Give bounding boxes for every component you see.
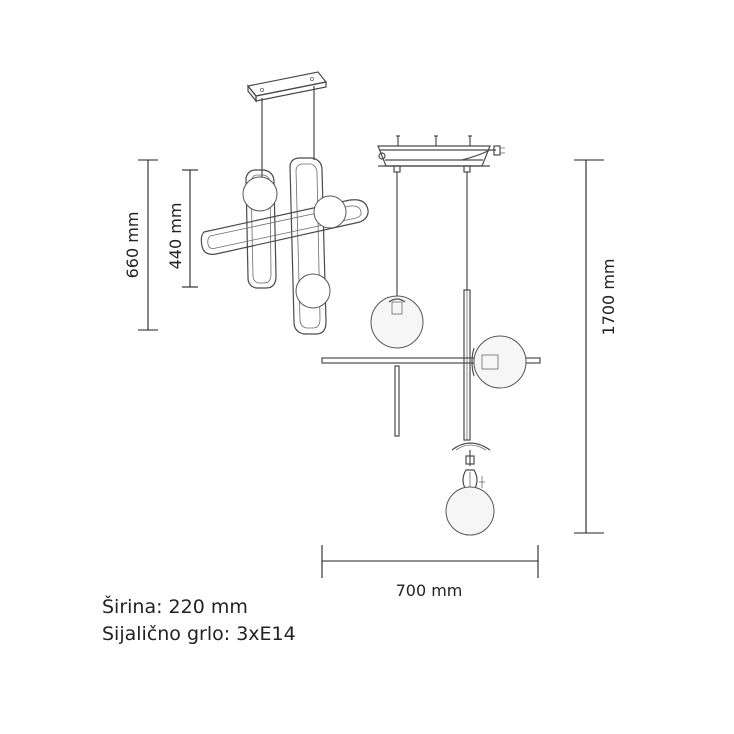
spec-socket: Sijalično grlo: 3xE14 <box>102 623 296 645</box>
globe-right <box>313 195 347 229</box>
front-cross-bar <box>321 357 541 364</box>
label-1700: 1700 mm <box>599 259 618 336</box>
dimension-1700 <box>574 159 604 534</box>
spec-width: Širina: 220 mm <box>102 596 248 618</box>
front-globe-right <box>473 335 527 389</box>
frame-right <box>289 157 327 335</box>
globe-bottom <box>295 273 331 309</box>
perspective-view <box>200 71 369 335</box>
front-globe-bottom <box>445 486 495 536</box>
frame-left <box>245 169 277 289</box>
exploded-bulb-assembly <box>451 442 491 493</box>
frame-horizontal <box>200 199 369 255</box>
canopy-perspective <box>246 71 328 103</box>
canopy-front <box>377 135 505 173</box>
dimension-700 <box>321 545 539 578</box>
label-660: 660 mm <box>123 212 142 279</box>
dimension-440 <box>182 169 198 288</box>
label-440: 440 mm <box>166 203 185 270</box>
label-700: 700 mm <box>396 581 463 600</box>
front-globe-left <box>370 295 424 349</box>
front-view <box>321 135 541 536</box>
dimension-660 <box>138 159 158 331</box>
globe-top-left <box>242 176 278 212</box>
